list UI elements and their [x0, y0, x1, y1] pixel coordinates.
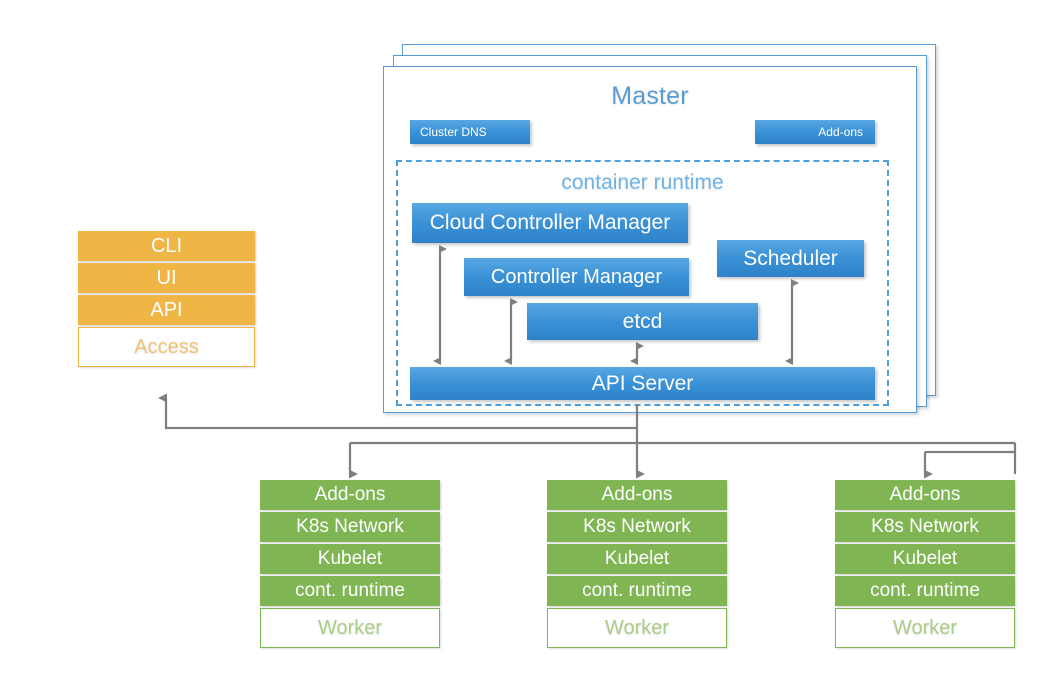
- access-panel-footer-label: Access: [134, 335, 199, 358]
- worker-2-row-network-label: K8s Network: [583, 516, 691, 537]
- component-api-server[interactable]: API Server: [410, 367, 875, 400]
- worker-1-row-addons[interactable]: Add-ons: [260, 480, 440, 510]
- worker-3-row-network[interactable]: K8s Network: [835, 512, 1015, 542]
- worker-2-footer-label: Worker: [604, 616, 670, 639]
- worker-2-row-runtime[interactable]: cont. runtime: [547, 576, 727, 606]
- component-cloud-controller-manager[interactable]: Cloud Controller Manager: [412, 203, 688, 243]
- chip-add-ons[interactable]: Add-ons: [755, 120, 875, 144]
- component-etcd-label: etcd: [622, 309, 663, 333]
- access-row-ui[interactable]: UI: [78, 263, 255, 293]
- worker-2-row-network[interactable]: K8s Network: [547, 512, 727, 542]
- worker-2-row-runtime-label: cont. runtime: [582, 580, 692, 601]
- worker-1-row-kubelet[interactable]: Kubelet: [260, 544, 440, 574]
- chip-cluster-dns[interactable]: Cluster DNS: [410, 120, 530, 144]
- worker-3-row-addons-label: Add-ons: [889, 484, 961, 505]
- component-etcd[interactable]: etcd: [527, 303, 758, 340]
- worker-3-row-runtime[interactable]: cont. runtime: [835, 576, 1015, 606]
- worker-2-row-addons-label: Add-ons: [601, 484, 673, 505]
- component-cloud-controller-manager-label: Cloud Controller Manager: [429, 211, 671, 234]
- access-row-api-label: API: [150, 298, 183, 321]
- worker-1-row-addons-label: Add-ons: [314, 484, 386, 505]
- container-runtime-region: [396, 160, 889, 406]
- worker-1-row-network-label: K8s Network: [296, 516, 404, 537]
- worker-3-row-kubelet[interactable]: Kubelet: [835, 544, 1015, 574]
- worker-2-row-addons[interactable]: Add-ons: [547, 480, 727, 510]
- chip-cluster-dns-label: Cluster DNS: [420, 125, 487, 139]
- worker-2-row-kubelet[interactable]: Kubelet: [547, 544, 727, 574]
- component-controller-manager-label: Controller Manager: [490, 265, 663, 288]
- access-panel-footer: Access: [78, 327, 255, 367]
- worker-1-row-runtime-label: cont. runtime: [295, 580, 405, 601]
- worker-3-footer-label: Worker: [892, 616, 958, 639]
- worker-3-row-network-label: K8s Network: [871, 516, 979, 537]
- worker-1-row-runtime[interactable]: cont. runtime: [260, 576, 440, 606]
- worker-node-3[interactable]: Add-ons K8s Network Kubelet cont. runtim…: [835, 480, 1015, 657]
- worker-3-footer: Worker: [835, 608, 1015, 648]
- access-row-cli[interactable]: CLI: [78, 231, 255, 261]
- access-panel[interactable]: CLI UI API Access: [78, 231, 255, 390]
- worker-2-row-kubelet-label: Kubelet: [604, 548, 670, 569]
- worker-node-2[interactable]: Add-ons K8s Network Kubelet cont. runtim…: [547, 480, 727, 657]
- worker-2-footer: Worker: [547, 608, 727, 648]
- access-row-api[interactable]: API: [78, 295, 255, 325]
- worker-1-footer-label: Worker: [317, 616, 383, 639]
- master-title: Master: [611, 82, 689, 110]
- component-scheduler[interactable]: Scheduler: [717, 240, 864, 277]
- chip-add-ons-label: Add-ons: [818, 125, 863, 139]
- container-runtime-title: container runtime: [561, 171, 724, 194]
- worker-3-row-kubelet-label: Kubelet: [892, 548, 958, 569]
- worker-3-row-runtime-label: cont. runtime: [870, 580, 980, 601]
- worker-1-row-network[interactable]: K8s Network: [260, 512, 440, 542]
- component-scheduler-label: Scheduler: [743, 246, 838, 270]
- access-row-ui-label: UI: [156, 266, 177, 289]
- worker-3-row-addons[interactable]: Add-ons: [835, 480, 1015, 510]
- component-api-server-label: API Server: [591, 371, 694, 395]
- worker-1-row-kubelet-label: Kubelet: [317, 548, 383, 569]
- worker-node-1[interactable]: Add-ons K8s Network Kubelet cont. runtim…: [260, 480, 440, 657]
- access-row-cli-label: CLI: [150, 234, 183, 257]
- component-controller-manager[interactable]: Controller Manager: [464, 258, 689, 296]
- worker-1-footer: Worker: [260, 608, 440, 648]
